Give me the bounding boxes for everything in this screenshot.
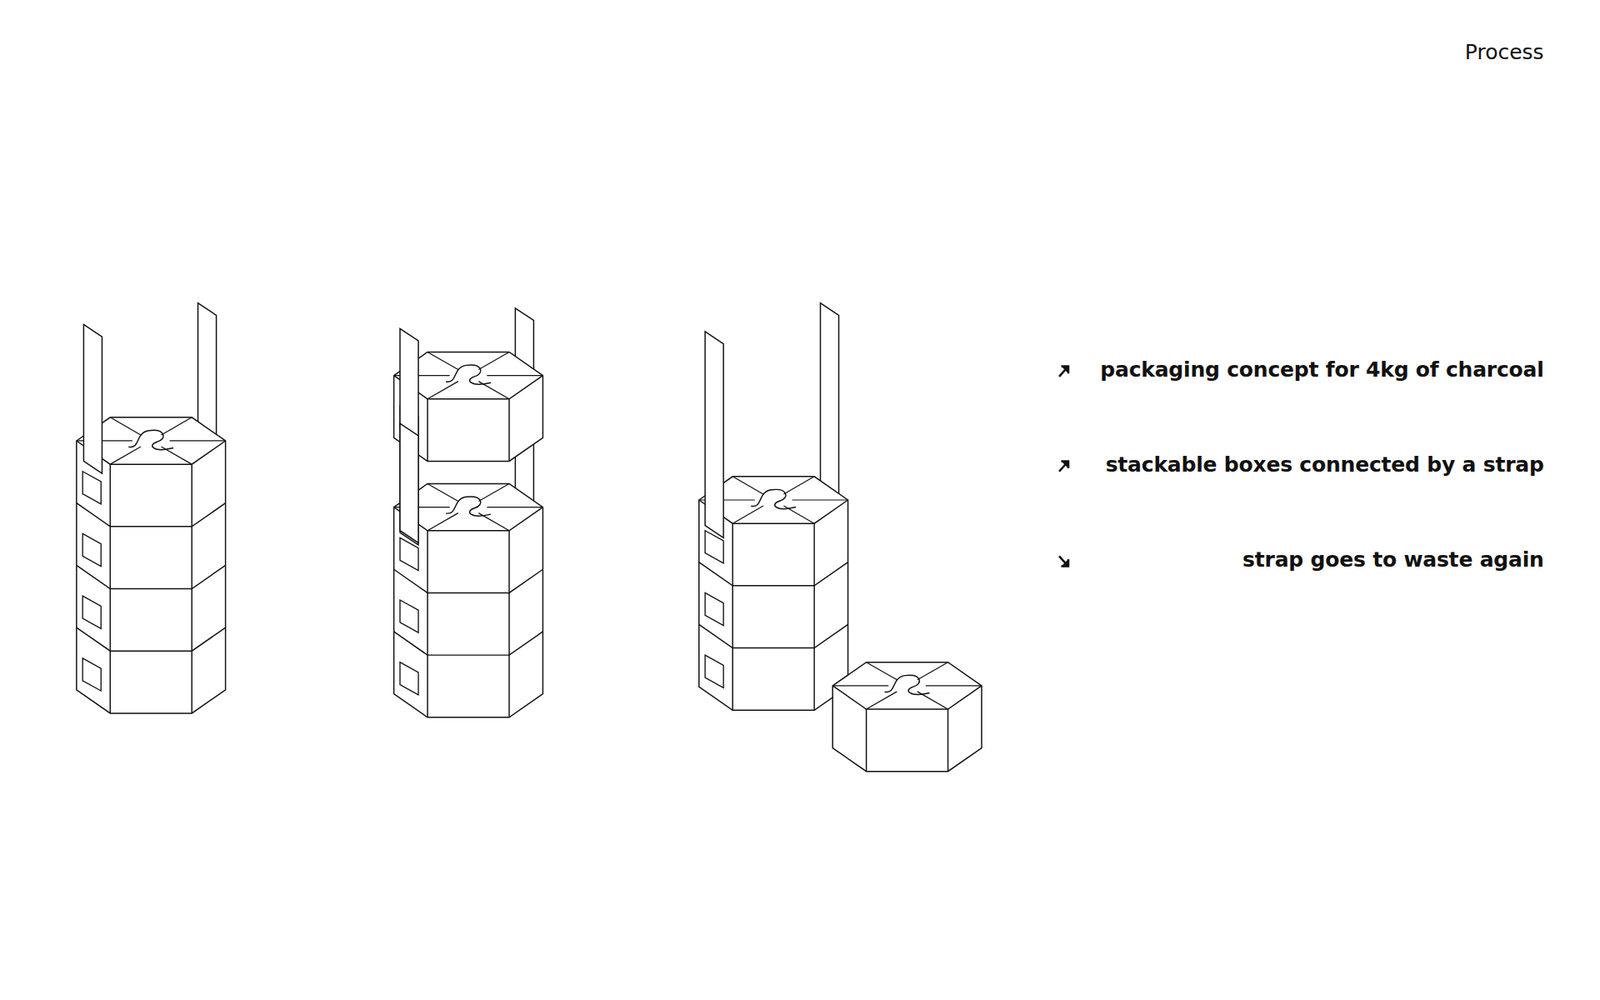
bullet-arrows (1059, 366, 1069, 567)
strap-front (400, 328, 419, 545)
strap-loop (82, 595, 101, 629)
bullet-note: strap goes to waste again (1242, 547, 1545, 572)
page-heading: Process (1465, 40, 1545, 65)
strap-loop (400, 600, 419, 633)
strap-loop (82, 658, 101, 691)
strap-loop (705, 655, 724, 688)
strap-back (820, 303, 839, 499)
lid-hook (445, 496, 491, 516)
strap-loop (400, 662, 419, 695)
bullet-note: packaging concept for 4kg of charcoal (1100, 357, 1544, 382)
strap-loop (82, 533, 101, 566)
strap-back (198, 303, 217, 441)
strap-front (400, 423, 419, 543)
strap-front (705, 331, 724, 538)
hex-box-stack (832, 662, 982, 772)
box-stacks (76, 303, 982, 772)
strap-loop (82, 471, 101, 505)
strap-loop (705, 592, 724, 625)
bullet-note: stackable boxes connected by a strap (1105, 452, 1545, 477)
lid-hook (445, 365, 491, 385)
lid-hook (750, 489, 796, 509)
arrow-down-right (1059, 555, 1069, 566)
arrow-up-right (1059, 366, 1069, 377)
lid-hook (885, 675, 930, 695)
arrow-up-right (1059, 460, 1069, 471)
strap-front (83, 324, 102, 474)
lid-hook (128, 430, 174, 450)
